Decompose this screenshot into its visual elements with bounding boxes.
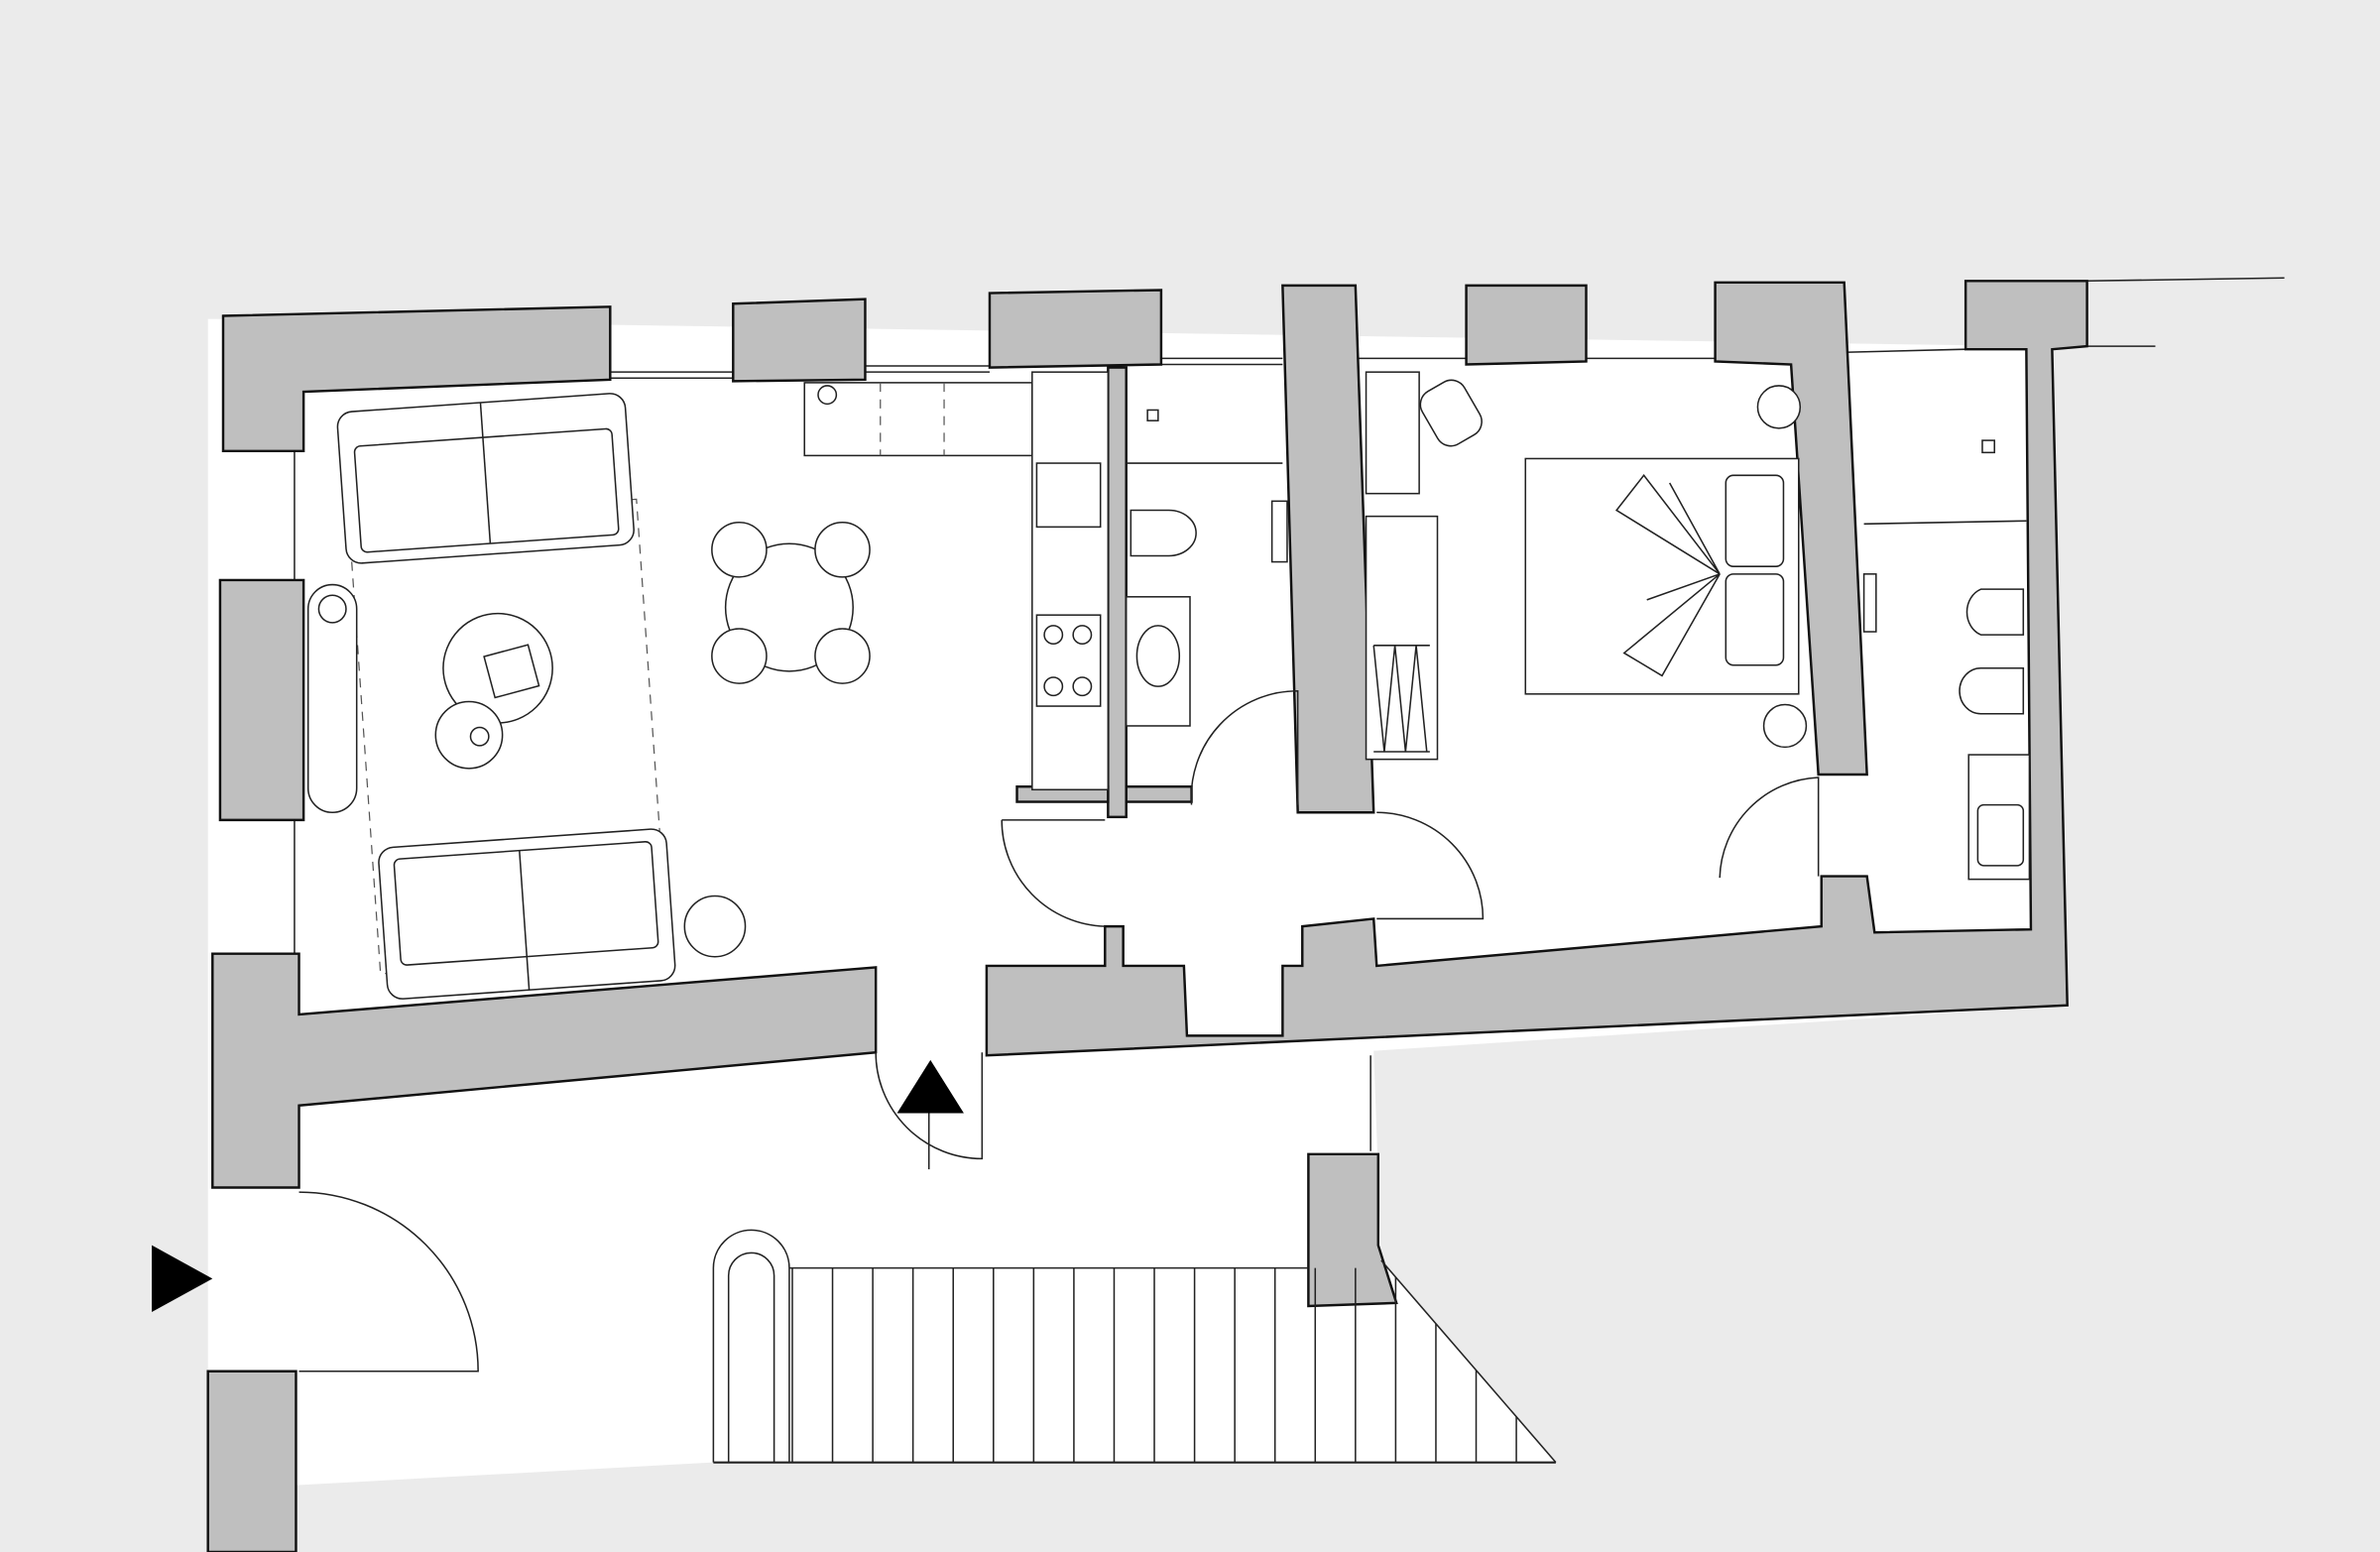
toilet [1965,588,2025,636]
wall [218,578,305,822]
kitchen-counter [1031,371,1110,791]
entry-arrow-icon [152,1245,213,1313]
wall [1107,366,1128,819]
sofa [336,393,635,564]
entry-arrow-icon [896,1059,964,1114]
door-swing [1376,811,1485,920]
wall [221,305,612,453]
stair-newel [712,1229,790,1463]
desk [1365,371,1420,495]
wall [985,280,2088,1057]
door-swing [298,1191,479,1373]
toilet [1130,509,1197,557]
door-swing [875,1052,984,1160]
kitchen-counter [803,382,1033,457]
wall [732,298,867,383]
bedroom [1365,371,1808,761]
pillow [1725,573,1785,666]
wall [1465,284,1588,366]
door-swing [1719,776,1820,879]
wall [1125,784,1193,803]
wall [988,289,1163,369]
property-line [2086,277,2285,283]
bathroom-1 [1125,409,1288,727]
vanity [1967,754,2031,881]
sink [1035,462,1102,529]
pillow [1725,474,1785,567]
wardrobe [1365,515,1439,761]
plant [683,895,747,958]
windows [294,348,1966,1151]
door-swing [1190,689,1299,805]
side-table [434,700,504,770]
bathroom-2 [1862,439,2031,881]
nightstand [1756,385,1802,429]
bench [306,583,358,814]
vanity [1125,596,1191,727]
towel-rail [1270,500,1288,563]
staircase [712,1229,1557,1464]
sofa [378,828,676,1000]
wall [206,1370,298,1552]
wall [1714,281,1868,776]
bidet [1959,667,2025,715]
chair [1419,379,1483,447]
wall [1307,1152,1398,1308]
living-room-furniture [306,371,1110,1000]
doors [298,689,1820,1373]
door-swing [1001,819,1106,927]
walls [206,280,2088,1552]
towel-rail [1862,573,1877,633]
wall [1281,284,1375,814]
nightstand [1762,703,1808,749]
chairs [711,522,871,684]
